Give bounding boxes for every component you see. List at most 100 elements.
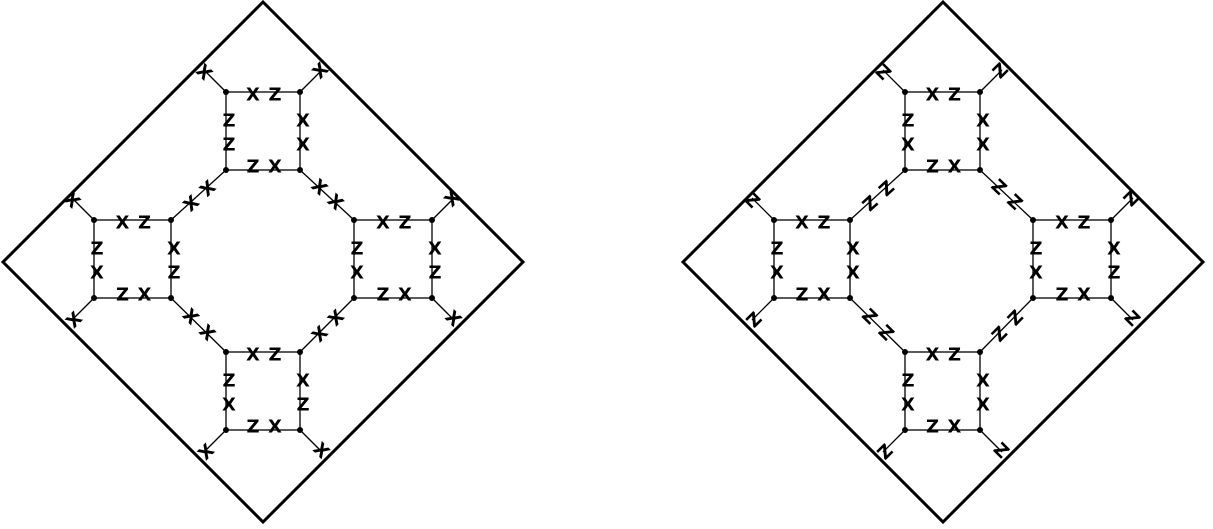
x-operator-label: X	[976, 371, 990, 392]
z-operator-label: Z	[817, 213, 830, 234]
x-operator-label: X	[222, 395, 236, 416]
plaquette-edge	[93, 219, 172, 299]
plaquette-edge	[225, 91, 301, 171]
z-operator-label: Z	[222, 371, 235, 392]
z-operator-label: Z	[1077, 213, 1090, 234]
x-operator-label: X	[398, 285, 412, 306]
z-operator-label: Z	[376, 285, 389, 306]
leg-edge	[882, 69, 906, 93]
x-operator-label: X	[428, 239, 442, 260]
x-operator-label: X	[926, 85, 940, 106]
plaquette-edge	[353, 219, 433, 299]
x-operator-label: X	[268, 417, 282, 438]
x-operator-label: X	[178, 190, 202, 215]
x-operator-label: X	[901, 135, 915, 156]
z-operator-label: Z	[167, 263, 180, 284]
plaquette-edge	[904, 351, 981, 431]
z-operator-label: Z	[1055, 285, 1068, 306]
plaquette-edge	[773, 219, 851, 299]
x-operator-label: X	[296, 135, 310, 156]
z-operator-label: Z	[268, 85, 281, 106]
x-operator-label: X	[1077, 285, 1091, 306]
leg-edge	[71, 197, 95, 221]
plaquette-edge	[1032, 219, 1112, 299]
z-operator-label: Z	[901, 371, 914, 392]
bridge-edge	[170, 169, 227, 221]
bridge-edge	[849, 169, 906, 221]
x-operator-label: X	[194, 175, 218, 200]
z-operator-label: Z	[268, 345, 281, 366]
leg-edge	[882, 429, 906, 453]
x-operator-label: X	[296, 371, 310, 392]
x-operator-label: X	[1029, 263, 1043, 284]
z-operator-label: Z	[398, 213, 411, 234]
leg-edge	[203, 429, 227, 453]
z-operator-label: Z	[138, 213, 151, 234]
x-operator-label: X	[846, 239, 860, 260]
z-operator-label: Z	[926, 417, 939, 438]
z-operator-label: Z	[222, 111, 235, 132]
z-operator-label: Z	[222, 135, 235, 156]
leg-edge	[299, 69, 323, 93]
z-operator-label: Z	[874, 175, 898, 199]
z-operator-label: Z	[1107, 263, 1120, 284]
x-operator-label: X	[976, 135, 990, 156]
x-operator-label: X	[948, 157, 962, 178]
x-operator-label: X	[116, 213, 130, 234]
bridge-edge	[170, 297, 227, 353]
x-operator-label: X	[976, 111, 990, 132]
x-operator-label: X	[350, 263, 364, 284]
z-operator-label: Z	[1029, 239, 1042, 260]
leg-edge	[979, 429, 1003, 453]
z-operator-label: Z	[90, 239, 103, 260]
x-operator-label: X	[1107, 239, 1121, 260]
leg-edge	[431, 297, 455, 321]
bridge-connector: ZZ	[849, 169, 906, 221]
leg-edge	[299, 429, 323, 453]
boundary-leg: Z	[872, 59, 906, 93]
z-operator-label: Z	[246, 417, 259, 438]
z-operator-label: Z	[350, 239, 363, 260]
boundary-leg: Z	[979, 59, 1013, 93]
z-operator-label: Z	[948, 85, 961, 106]
boundary-leg: X	[299, 59, 333, 93]
bridge-edge	[979, 169, 1034, 221]
bridge-connector: XX	[299, 169, 355, 221]
boundary-leg: X	[61, 187, 95, 221]
leg-edge	[203, 69, 227, 93]
leg-edge	[1110, 197, 1134, 221]
z-operator-label: Z	[428, 263, 441, 284]
boundary-leg: Z	[1110, 187, 1144, 221]
z-operator-label: Z	[770, 239, 783, 260]
boundary-leg: X	[193, 59, 227, 93]
x-operator-label: X	[90, 263, 104, 284]
diamond-boundary	[0, 0, 526, 525]
plaquette-edge	[904, 91, 981, 171]
z-operator-label: Z	[948, 345, 961, 366]
x-operator-label: X	[926, 345, 940, 366]
leg-edge	[979, 69, 1003, 93]
z-operator-label: Z	[857, 190, 881, 214]
x-operator-label: X	[1055, 213, 1069, 234]
x-operator-label: X	[246, 85, 260, 106]
bridge-edge	[299, 297, 355, 353]
x-operator-label: X	[167, 239, 181, 260]
x-operator-label: X	[770, 263, 784, 284]
x-operator-label: X	[976, 395, 990, 416]
plaquette-edge	[225, 351, 301, 431]
bridge-edge	[979, 297, 1034, 353]
x-operator-label: X	[817, 285, 831, 306]
leg-edge	[71, 297, 95, 321]
x-operator-label: X	[795, 213, 809, 234]
leg-edge	[751, 197, 775, 221]
